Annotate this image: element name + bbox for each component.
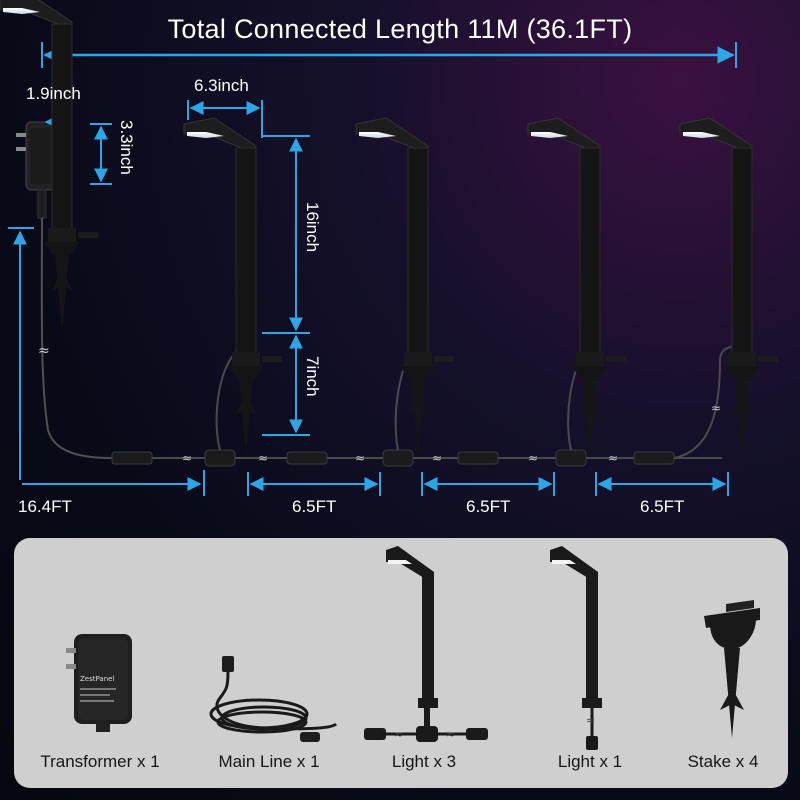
svg-text:≈: ≈: [258, 451, 268, 465]
segment-1-label: 6.5FT: [292, 497, 337, 516]
segment-2-label: 6.5FT: [466, 497, 511, 516]
cable-icon: [209, 656, 338, 742]
lead-length-label: 16.4FT: [18, 497, 72, 516]
transformer-label: Transformer x 1: [40, 752, 160, 771]
pathway-light-1: [183, 117, 283, 457]
transformer-brand: ZestPanel: [80, 675, 114, 683]
pathway-light-icon: [0, 0, 98, 332]
main-line-label: Main Line x 1: [218, 752, 320, 771]
trunk-cable: ≈ ≈ ≈ ≈ ≈ ≈ ≈: [110, 345, 739, 467]
main-lead-cable: ≈: [38, 217, 205, 459]
transformer-icon: ZestPanel: [66, 634, 132, 732]
pathway-light-icon: ≈: [550, 546, 602, 750]
adapter-dimensions: [44, 115, 112, 185]
light-x1-label: Light x 1: [557, 752, 623, 771]
ground-stake-icon: [704, 600, 760, 738]
light-x3-label: Light x 3: [391, 752, 457, 771]
pathway-light-t-connector-icon: ≈ ≈: [364, 546, 488, 742]
pathway-light-4: [679, 117, 779, 457]
pathway-light-3: [527, 117, 627, 457]
svg-text:≈: ≈: [182, 451, 192, 465]
svg-text:≈: ≈: [432, 451, 442, 465]
light-dimensions: [187, 100, 310, 436]
package-illustrations: ZestPanel ≈ ≈: [66, 546, 760, 750]
svg-text:≈: ≈: [608, 451, 618, 465]
adapter-width-label: 1.9inch: [26, 84, 81, 103]
light-height-label: 16inch: [303, 202, 322, 253]
svg-text:≈: ≈: [528, 451, 538, 465]
svg-text:≈: ≈: [711, 401, 721, 415]
stake-label: Stake x 4: [687, 752, 759, 771]
package-contents-panel: ZestPanel ≈ ≈: [14, 538, 788, 788]
segment-3-label: 6.5FT: [640, 497, 685, 516]
svg-text:≈: ≈: [38, 343, 50, 359]
lead-length-dimension: [8, 227, 205, 496]
svg-text:≈: ≈: [446, 728, 455, 741]
stake-height-label: 7inch: [303, 356, 322, 397]
total-length-dimension: [41, 42, 737, 68]
head-length-label: 6.3inch: [194, 76, 249, 95]
svg-text:≈: ≈: [355, 451, 365, 465]
svg-text:≈: ≈: [394, 728, 403, 741]
adapter-height-label: 3.3inch: [117, 120, 136, 175]
total-length-title: Total Connected Length 11M (36.1FT): [167, 14, 633, 44]
segment-dimensions: [247, 472, 729, 496]
pathway-light-2: [355, 117, 455, 457]
svg-text:≈: ≈: [586, 714, 595, 727]
